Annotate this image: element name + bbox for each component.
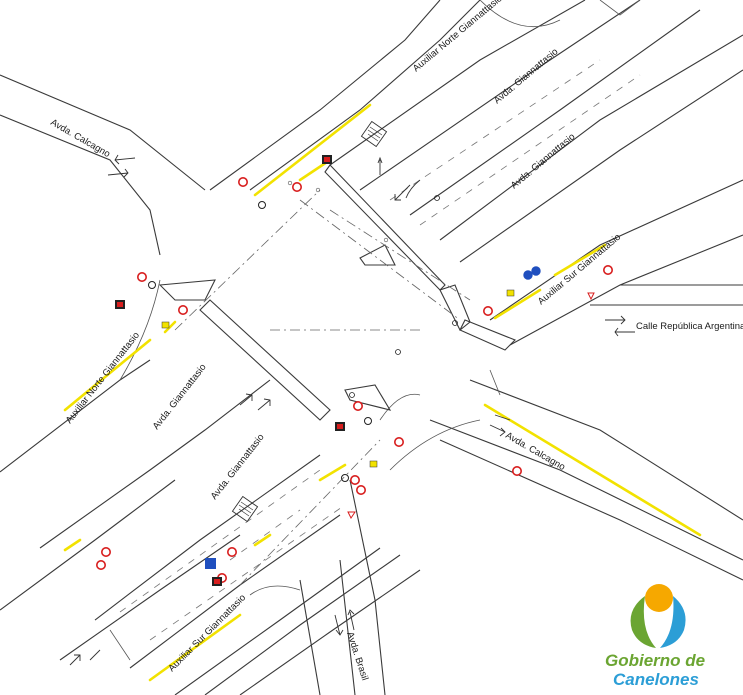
street-label: Avda. Giannattasio [151,362,209,432]
pole-icon [148,180,458,482]
traffic-light-icon [115,155,345,586]
yellow-curb-markings [63,103,702,682]
traffic-sign-icon [96,177,613,583]
direction-arrow-icon [69,154,635,666]
street-label: Auxiliar Norte Giannattasio [64,330,142,426]
street-label: Avda. Brasil [344,631,370,682]
crosswalk-icon [231,120,388,523]
street-label: Calle República Argentina [636,321,743,332]
street-label: Avda. Giannattasio [492,46,560,106]
medians [158,164,516,421]
street-labels: Auxiliar Norte Giannattasio Avda. Gianna… [49,0,743,682]
street-label: Avda. Giannattasio [509,131,577,191]
lane-markings [119,59,641,641]
logo-text-line2: Canelones [613,670,699,689]
gobierno-canelones-logo-icon [630,584,686,648]
logo-text-line1: Gobierno de [605,651,706,670]
street-label: Auxiliar Norte Giannattasio [411,0,505,74]
street-label: Avda. Giannattasio [209,432,267,502]
street-label: Auxiliar Sur Giannattasio [166,592,248,674]
